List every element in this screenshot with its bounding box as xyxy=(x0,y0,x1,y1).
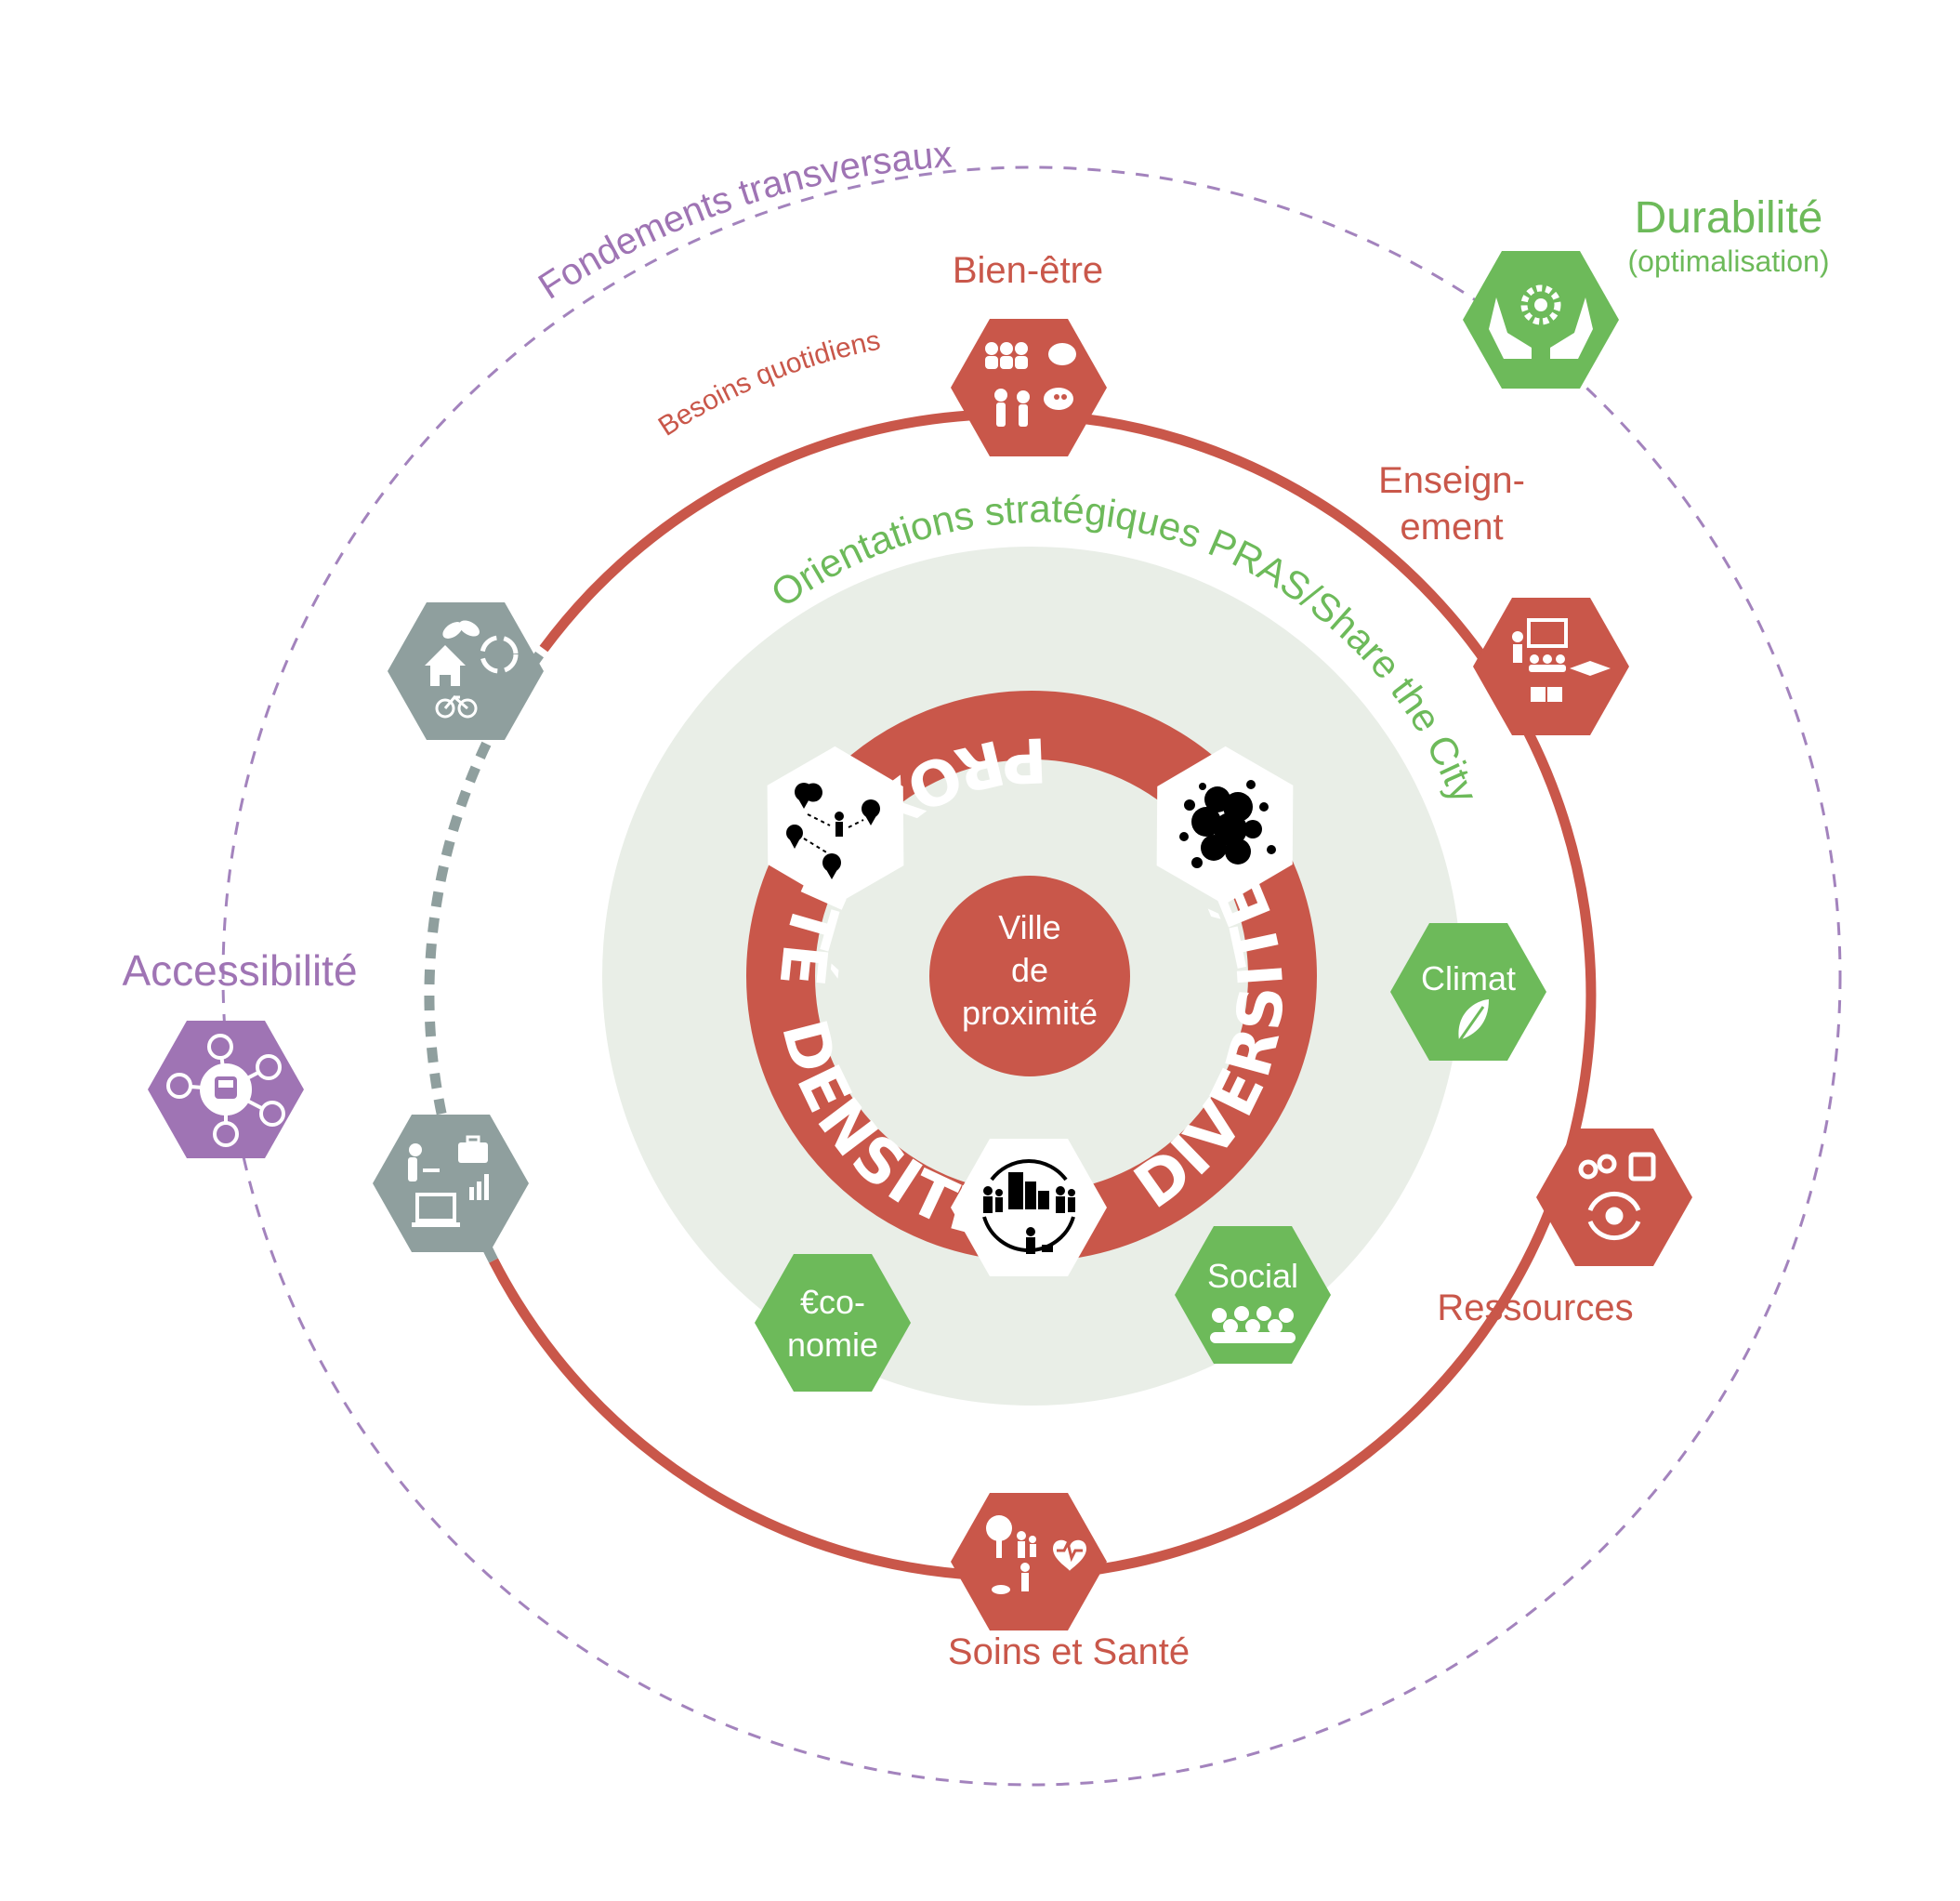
work-economy-hexagon xyxy=(373,1115,529,1252)
dense-blobs-icon xyxy=(1179,780,1276,868)
core-label-2: de xyxy=(1011,951,1048,989)
durabilite-title: Durabilité xyxy=(1635,193,1823,243)
durabilite-subtitle: (optimalisation) xyxy=(1628,244,1830,278)
economie-label-2: nomie xyxy=(787,1326,878,1364)
ressources-hexagon xyxy=(1536,1129,1692,1266)
community-culture-icon xyxy=(985,342,1076,427)
work-office-icon xyxy=(408,1135,489,1227)
durabilite-hexagon xyxy=(1463,251,1619,389)
soins-label: Soins et Santé xyxy=(948,1631,1190,1672)
climat-label: Climat xyxy=(1421,959,1516,997)
people-group-icon xyxy=(1210,1306,1296,1343)
core-label-1: Ville xyxy=(998,908,1060,946)
climat-hexagon: Climat xyxy=(1390,923,1546,1061)
soins-hexagon xyxy=(951,1493,1107,1630)
education-icon xyxy=(1512,618,1611,702)
social-label: Social xyxy=(1207,1257,1298,1295)
mixed-city-icon xyxy=(982,1159,1075,1254)
hands-gear-icon xyxy=(1489,284,1593,359)
core-circle xyxy=(929,876,1130,1076)
map-pins-icon xyxy=(786,783,880,879)
bien-etre-label: Bien-être xyxy=(953,250,1103,291)
living-environment-hexagon xyxy=(388,602,544,740)
accessibilite-title: Accessibilité xyxy=(122,946,357,995)
transversal-dashed-circle xyxy=(221,165,1842,1787)
economie-hexagon: €co- nomie xyxy=(755,1254,911,1392)
leaf-icon xyxy=(1455,999,1489,1045)
home-nature-bike-icon xyxy=(425,620,519,719)
enseignement-hexagon xyxy=(1473,598,1629,735)
accessibilite-hexagon xyxy=(148,1021,304,1158)
daily-needs-label: Besoins quotidiens xyxy=(653,325,883,442)
enseignement-label-2: ement xyxy=(1400,507,1503,548)
ressources-label: Ressources xyxy=(1437,1287,1633,1328)
resources-recycling-icon xyxy=(1578,1152,1656,1241)
social-hexagon: Social xyxy=(1175,1226,1331,1364)
bien-etre-hexagon xyxy=(951,319,1107,456)
core-label-3: proximité xyxy=(962,994,1098,1032)
economie-label-1: €co- xyxy=(800,1283,865,1321)
enseignement-label-1: Enseign- xyxy=(1378,460,1525,501)
mobility-hub-icon xyxy=(166,1034,285,1147)
needs-circle xyxy=(489,408,1597,1581)
